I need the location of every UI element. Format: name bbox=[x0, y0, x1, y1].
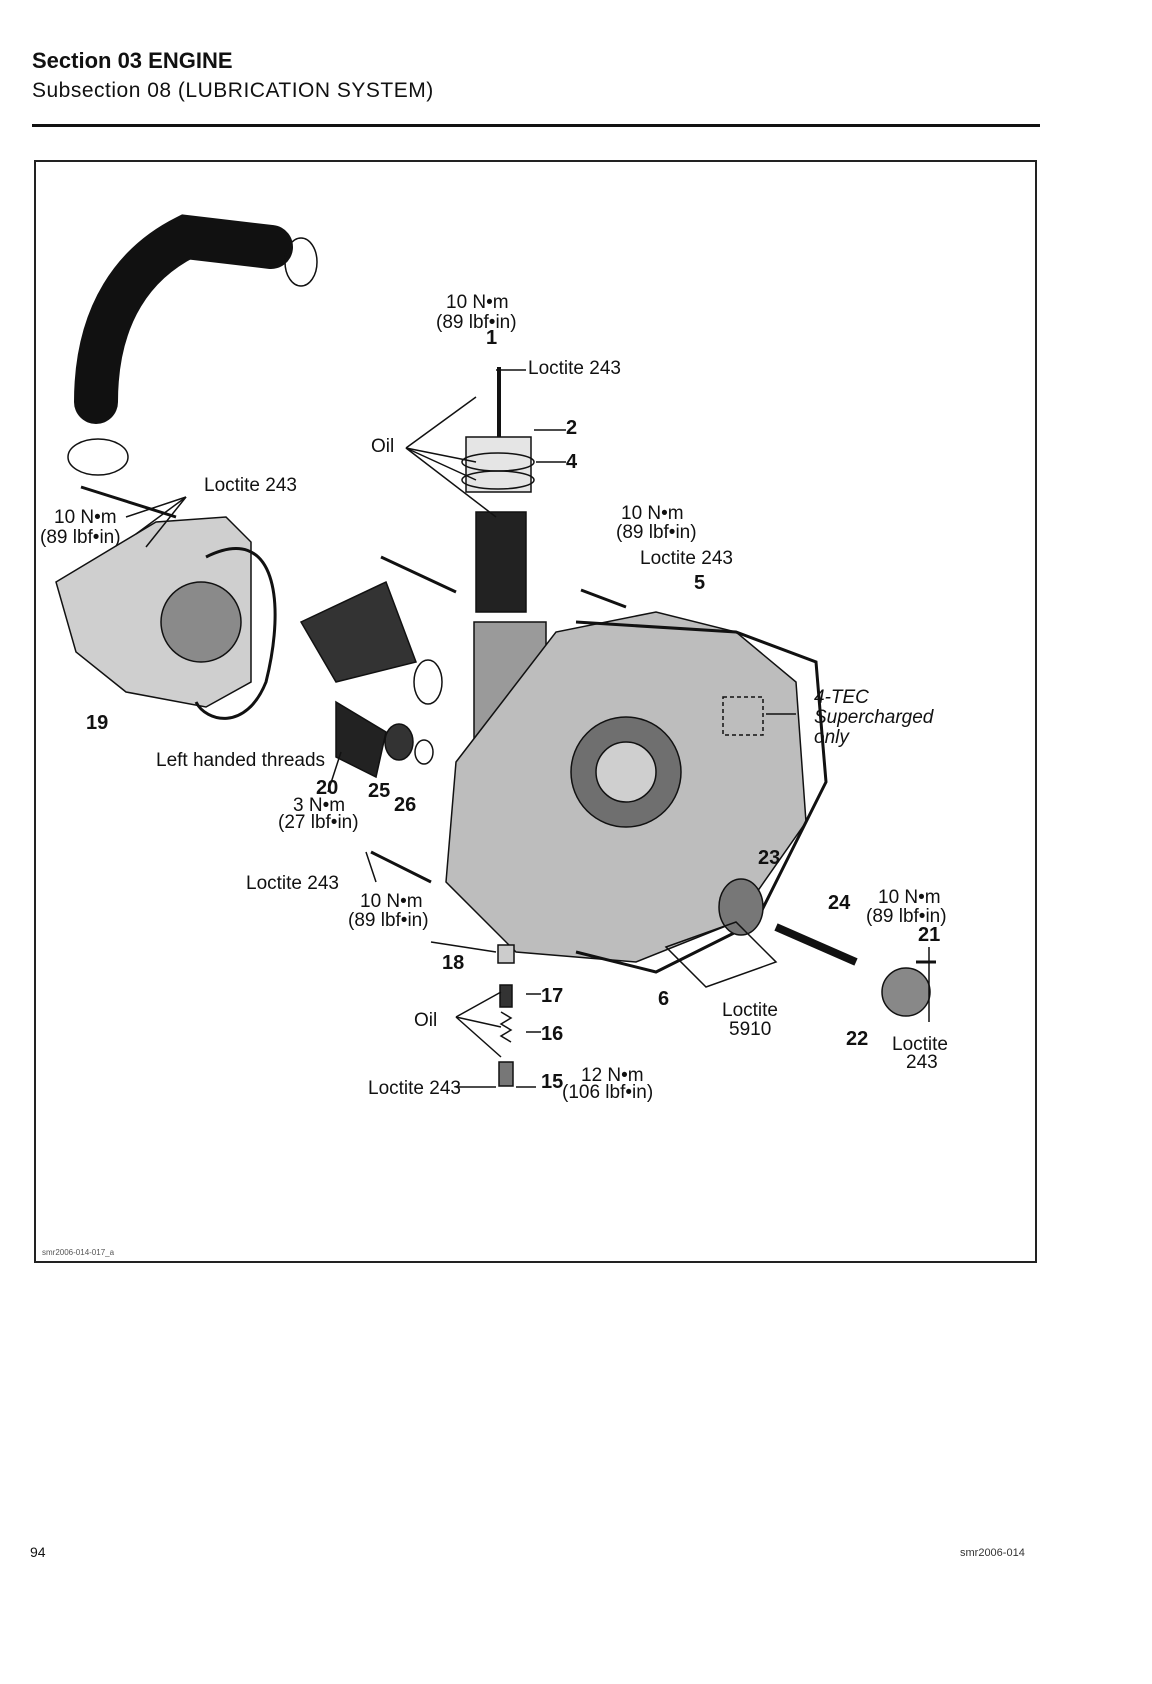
torque-21-in: (89 lbf•in) bbox=[866, 906, 947, 927]
torque-1-nm: 10 N•m bbox=[446, 292, 509, 313]
torque-15-nm: 12 N•m bbox=[581, 1065, 644, 1086]
header-rule bbox=[32, 124, 1040, 127]
supercharged-dash-box bbox=[722, 696, 764, 736]
part-15: 15 bbox=[541, 1071, 564, 1093]
pump-bolt-long bbox=[80, 485, 177, 519]
page-number: 94 bbox=[30, 1544, 46, 1560]
loctite-bolt: Loctite 243 bbox=[246, 873, 339, 894]
part-4: 4 bbox=[566, 451, 578, 473]
spring-16 bbox=[499, 1011, 513, 1043]
section-title: Section 03 ENGINE bbox=[32, 48, 233, 73]
torque-20-nm: 3 N•m bbox=[293, 795, 346, 816]
part-17: 17 bbox=[541, 985, 564, 1007]
impeller bbox=[335, 700, 387, 779]
gasket-6 bbox=[664, 921, 778, 988]
hose-clamp-right bbox=[413, 659, 443, 705]
seal-25 bbox=[384, 723, 414, 761]
supercharged-line-2: Supercharged bbox=[814, 707, 934, 728]
plug-15 bbox=[498, 1061, 514, 1087]
oil-filter bbox=[475, 511, 527, 613]
part-26: 26 bbox=[394, 794, 417, 816]
supercharged-line-3: only bbox=[814, 727, 849, 748]
torque-left-nm: 10 N•m bbox=[54, 507, 117, 528]
part-18: 18 bbox=[442, 952, 465, 974]
pump-shaft-24 bbox=[774, 923, 858, 966]
part-2: 2 bbox=[566, 417, 578, 439]
torque-left-in: (89 lbf•in) bbox=[40, 527, 121, 548]
loctite-15: Loctite 243 bbox=[368, 1078, 461, 1099]
cooler-hose bbox=[299, 580, 417, 683]
part-24: 24 bbox=[828, 892, 851, 914]
washer-26 bbox=[414, 739, 434, 765]
loctite-21-b: 243 bbox=[906, 1052, 938, 1073]
loctite-5910-b: 5910 bbox=[729, 1019, 772, 1040]
torque-15-in: (106 lbf•in) bbox=[562, 1082, 654, 1103]
bolt-crankcase bbox=[370, 850, 432, 884]
oil-bottom: Oil bbox=[414, 1010, 438, 1031]
plug-18 bbox=[497, 944, 515, 964]
part-16: 16 bbox=[541, 1023, 564, 1045]
bolt-5 bbox=[580, 588, 627, 609]
torque-1-in: (89 lbf•in) bbox=[436, 312, 517, 333]
torque-21-nm: 10 N•m bbox=[878, 887, 941, 908]
subsection-title: Subsection 08 (LUBRICATION SYSTEM) bbox=[32, 79, 434, 102]
oil-top: Oil bbox=[371, 436, 395, 457]
left-handed-threads: Left handed threads bbox=[156, 750, 326, 771]
pump-gasket bbox=[194, 547, 277, 720]
document-code: smr2006-014 bbox=[960, 1547, 1025, 1559]
valve-17 bbox=[499, 984, 513, 1008]
torque-bolt-nm: 10 N•m bbox=[360, 891, 423, 912]
filter-cover bbox=[465, 436, 532, 493]
part-20: 20 bbox=[316, 777, 339, 799]
engine-illustration bbox=[55, 214, 936, 1088]
part-19: 19 bbox=[86, 712, 109, 734]
loctite-5: Loctite 243 bbox=[640, 548, 733, 569]
torque-5-in: (89 lbf•in) bbox=[616, 522, 697, 543]
part-6: 6 bbox=[658, 988, 670, 1010]
pump-impeller-cover bbox=[160, 581, 242, 663]
part-22: 22 bbox=[846, 1028, 869, 1050]
torque-20-in: (27 lbf•in) bbox=[278, 812, 359, 833]
loctite-5910-a: Loctite bbox=[722, 1000, 778, 1021]
torque-5-nm: 10 N•m bbox=[621, 503, 684, 524]
loctite-1: Loctite 243 bbox=[528, 358, 621, 379]
bolt-center-1 bbox=[380, 555, 457, 594]
pump-rotor-23 bbox=[718, 878, 764, 936]
cover-gasket bbox=[575, 620, 828, 974]
part-25: 25 bbox=[368, 780, 391, 802]
figure-code: smr2006-014-017_a bbox=[42, 1248, 115, 1257]
part-21: 21 bbox=[918, 924, 941, 946]
exploded-view-figure: 10 N•m (89 lbf•in) 1 Loctite 243 2 4 Oil… bbox=[34, 160, 1037, 1263]
hose-clamp-top bbox=[284, 237, 318, 287]
hose-clamp-bottom bbox=[67, 438, 129, 476]
oil-hose bbox=[74, 214, 293, 424]
torque-bolt-in: (89 lbf•in) bbox=[348, 910, 429, 931]
o-ring-4b bbox=[461, 470, 535, 490]
supercharged-line-1: 4-TEC bbox=[814, 687, 869, 708]
loctite-left: Loctite 243 bbox=[204, 475, 297, 496]
part-1: 1 bbox=[486, 327, 498, 349]
part-23: 23 bbox=[758, 847, 781, 869]
part-5: 5 bbox=[694, 572, 706, 594]
loctite-21-a: Loctite bbox=[892, 1034, 948, 1055]
pump-cover-22 bbox=[881, 967, 931, 1017]
